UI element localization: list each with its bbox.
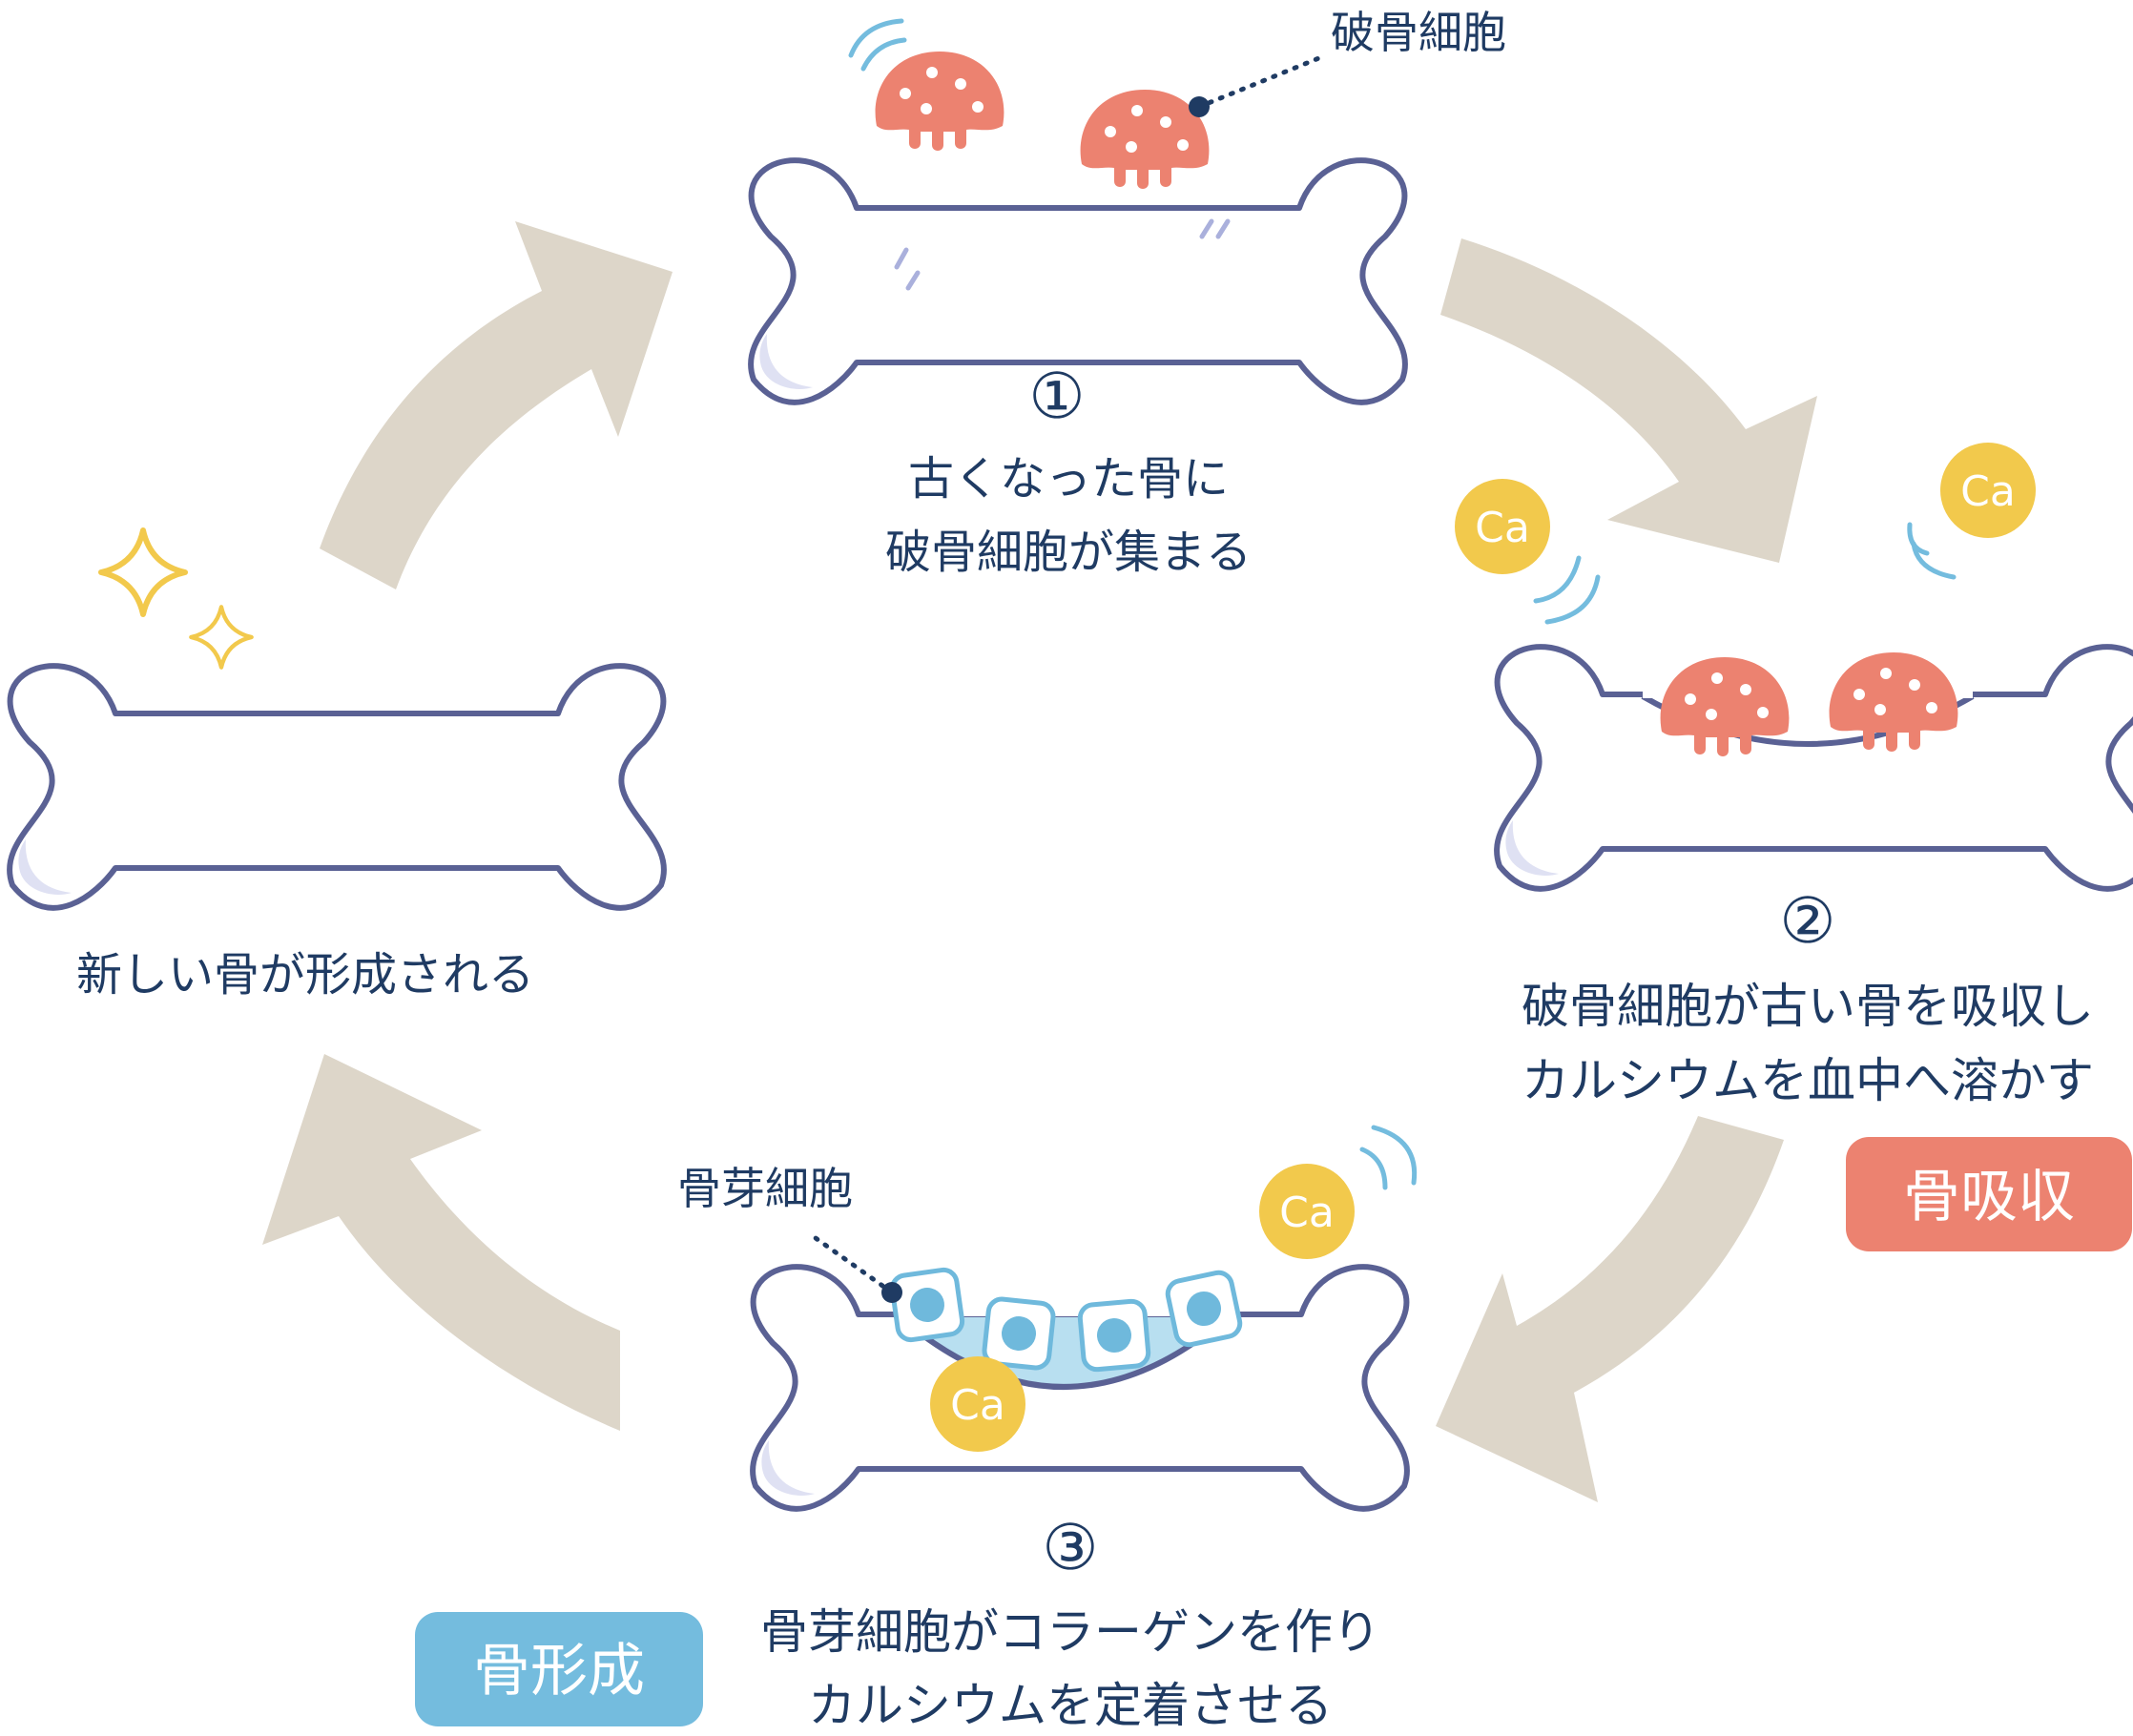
bone-step-2 <box>1497 647 2133 889</box>
osteoblast-cell <box>1166 1271 1243 1348</box>
step-text-line: 古くなった骨に <box>908 452 1229 506</box>
arrow-to-step-1 <box>320 221 673 589</box>
calcium-ion: Ca <box>1455 479 1550 574</box>
osteoblast-pointer <box>813 1235 902 1303</box>
svg-text:骨吸収: 骨吸収 <box>1903 1164 2075 1230</box>
osteoblast-cell <box>984 1298 1055 1370</box>
new-bone-illustration <box>10 530 664 908</box>
osteoblast-cell <box>891 1269 964 1342</box>
resorption-badge: 骨吸収 <box>1846 1137 2132 1251</box>
step-number: ② <box>1779 884 1835 958</box>
svg-text:Ca: Ca <box>950 1381 1005 1430</box>
arrow-to-step-3 <box>1436 1116 1784 1502</box>
step-2-caption: ② 破骨細胞が古い骨を吸収し カルシウムを血中へ溶かす <box>1522 884 2094 1108</box>
calcium-ion: Ca <box>1940 443 2036 538</box>
step-1-caption: ① 古くなった骨に 破骨細胞が集まる <box>885 360 1252 579</box>
bone-scratch-marks <box>894 218 1231 291</box>
arrow-to-new-bone <box>262 1054 620 1431</box>
step-3-caption: ③ 骨芽細胞がコラーゲンを作り カルシウムを定着させる <box>760 1511 1380 1733</box>
step-3-illustration: Ca Ca 骨芽細胞 <box>677 1125 1418 1509</box>
cycle-arrows <box>262 221 1817 1502</box>
step-text-line: カルシウムを定着させる <box>808 1678 1333 1733</box>
step-1-illustration: 破骨細胞 <box>751 7 1506 403</box>
calcium-ion: Ca <box>1259 1164 1355 1259</box>
osteoclast-pointer <box>1189 54 1324 117</box>
arrow-to-step-2 <box>1440 238 1817 563</box>
osteoclast-label: 破骨細胞 <box>1331 7 1506 58</box>
step-2-illustration: Ca Ca <box>1455 443 2133 889</box>
step-text-line: 破骨細胞が古い骨を吸収し <box>1522 979 2094 1034</box>
step-number: ① <box>1028 360 1085 433</box>
sparkle-icon <box>101 530 185 614</box>
bone-new <box>10 666 664 908</box>
formation-badge: 骨形成 <box>415 1612 703 1726</box>
osteoclast-cell <box>875 52 1004 151</box>
osteoblast-cell <box>1079 1300 1149 1371</box>
svg-text:Ca: Ca <box>1475 504 1530 552</box>
sparkle-icon <box>191 607 251 667</box>
svg-text:Ca: Ca <box>1960 467 2016 516</box>
step-number: ③ <box>1042 1511 1098 1584</box>
new-bone-caption: 新しい骨が形成される <box>76 948 534 1002</box>
step-text-line: 骨芽細胞がコラーゲンを作り <box>760 1604 1380 1660</box>
svg-text:Ca: Ca <box>1279 1188 1335 1237</box>
step-text-line: カルシウムを血中へ溶かす <box>1522 1053 2094 1108</box>
step-text-line: 破骨細胞が集まる <box>885 526 1252 579</box>
motion-lines <box>848 18 907 72</box>
calcium-ion: Ca <box>930 1356 1025 1452</box>
osteoblast-label: 骨芽細胞 <box>677 1163 853 1214</box>
motion-lines <box>1533 522 1957 625</box>
svg-text:骨形成: 骨形成 <box>473 1638 645 1705</box>
motion-lines <box>1359 1125 1418 1190</box>
